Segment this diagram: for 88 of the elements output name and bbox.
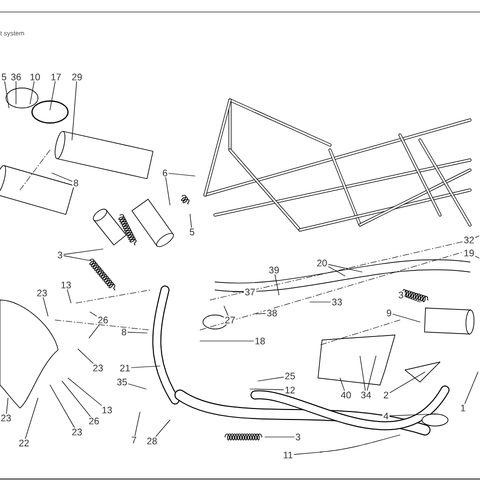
callout-number: 5 [0, 72, 8, 82]
leader-line [78, 348, 94, 364]
callout-number: 33 [330, 298, 344, 306]
callout-number: 22 [18, 438, 30, 448]
leader-line [165, 177, 170, 206]
callout-number: 29 [70, 72, 84, 82]
leader-line [64, 248, 104, 255]
callout-number: 25 [284, 372, 296, 380]
leader-line [90, 312, 97, 316]
callout-number: 26 [96, 316, 110, 324]
callout-number: 11 [282, 450, 294, 460]
callout-number: 19 [462, 248, 476, 258]
leader-line [128, 384, 146, 390]
leader-line [168, 173, 196, 176]
leader-line [360, 356, 366, 391]
callout-number: 3 [397, 290, 405, 300]
leader-line [131, 366, 160, 368]
leader-line [134, 412, 140, 436]
callout-number: 3 [294, 432, 302, 442]
callout-number: 20 [316, 258, 328, 268]
callout-number: 23 [0, 414, 12, 422]
leader-line [50, 81, 56, 110]
leader-line [274, 274, 280, 296]
leader-line [390, 372, 426, 394]
leader-line [294, 452, 322, 455]
callout-number: 8 [72, 178, 80, 188]
leader-line [25, 398, 38, 439]
leader-line [404, 296, 420, 302]
leader-line [328, 266, 346, 276]
callout-number: 39 [268, 266, 280, 274]
callout-number: 40 [340, 390, 352, 400]
callout-number: 18 [254, 336, 266, 346]
leader-line [224, 306, 228, 316]
leader-line [50, 384, 75, 428]
leader-line [464, 372, 478, 404]
leader-line [68, 378, 102, 406]
leader-line [52, 172, 72, 182]
leader-line [475, 236, 480, 238]
callout-number: 6 [161, 168, 169, 178]
callout-number: 35 [116, 378, 128, 386]
callout-number: 1 [459, 404, 467, 412]
leader-line [200, 340, 254, 342]
leader-line [62, 380, 91, 417]
callout-number: 27 [224, 316, 236, 324]
callout-number: 28 [146, 436, 158, 446]
callout-number: 38 [266, 308, 278, 318]
callout-number: 34 [360, 390, 372, 400]
leader-line [88, 324, 100, 338]
callout-number: 23 [70, 428, 84, 436]
leader-line [392, 314, 420, 322]
callout-number: 12 [284, 386, 296, 394]
leader-line [258, 376, 284, 382]
leader-line [72, 81, 77, 140]
leader-line [256, 313, 266, 314]
callout-number: 23 [92, 364, 104, 372]
callout-number: 36 [10, 72, 22, 82]
leader-line [340, 378, 345, 391]
leader-line [390, 414, 436, 416]
callout-number: 2 [382, 390, 390, 400]
leader-line [6, 398, 8, 414]
callout-number: 5 [188, 228, 196, 236]
leader-line [190, 214, 192, 228]
callout-number: 37 [244, 288, 256, 296]
leader-line [475, 256, 480, 258]
leader-line [156, 420, 170, 437]
callout-number: 17 [50, 72, 62, 82]
leader-line [4, 81, 10, 108]
callout-number: 32 [462, 236, 476, 244]
leader-line [328, 264, 362, 272]
callout-number: 10 [28, 72, 42, 82]
callout-number: 21 [118, 364, 132, 372]
callout-number: 7 [130, 436, 138, 444]
callout-number: 26 [88, 416, 100, 426]
leader-line [366, 356, 376, 391]
callout-number: 13 [100, 406, 114, 414]
leader-line [66, 289, 72, 304]
callout-number: 4 [382, 412, 390, 420]
callout-number: 3 [56, 250, 64, 260]
callout-number: 8 [120, 328, 128, 336]
callout-number: 9 [385, 308, 393, 318]
leader-line [250, 388, 284, 390]
leader-line [64, 255, 92, 262]
callout-number: 13 [60, 280, 72, 290]
leader-line [128, 332, 148, 334]
leader-line [42, 297, 48, 316]
leader-line [30, 81, 34, 104]
callout-number: 23 [36, 288, 48, 298]
leader-line [264, 436, 294, 438]
